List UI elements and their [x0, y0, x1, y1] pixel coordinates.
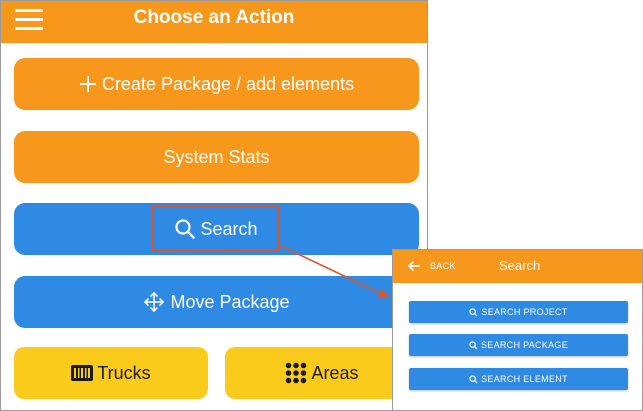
search-project-label: SEARCH PROJECT [481, 307, 568, 317]
create-package-button[interactable]: Create Package / add elements [14, 58, 419, 110]
search-element-label: SEARCH ELEMENT [481, 374, 568, 384]
search-screen-title: Search [499, 258, 541, 273]
main-header: Choose an Action [1, 1, 427, 43]
search-label: Search [200, 218, 258, 239]
trucks-button[interactable]: Trucks [14, 347, 208, 399]
search-screen-header: BACK Search [393, 250, 642, 283]
search-icon [469, 307, 478, 317]
move-icon [144, 292, 165, 312]
barcode-icon [71, 365, 94, 381]
search-element-button[interactable]: SEARCH ELEMENT [409, 368, 628, 390]
system-stats-button[interactable]: System Stats [14, 131, 419, 183]
grid-dots-icon [286, 362, 307, 384]
search-icon [175, 219, 196, 239]
areas-label: Areas [311, 362, 359, 383]
plus-icon [79, 76, 96, 92]
move-package-button[interactable]: Move Package [14, 276, 419, 328]
search-highlight-box [152, 206, 279, 252]
search-icon [469, 374, 478, 384]
system-stats-label: System Stats [163, 146, 270, 167]
search-project-button[interactable]: SEARCH PROJECT [409, 301, 628, 323]
search-icon [469, 340, 478, 350]
search-package-label: SEARCH PACKAGE [480, 340, 569, 350]
move-package-label: Move Package [170, 291, 290, 312]
search-package-button[interactable]: SEARCH PACKAGE [409, 334, 628, 356]
menu-icon[interactable] [15, 9, 43, 31]
trucks-label: Trucks [97, 362, 151, 383]
search-screen: BACK Search SEARCH PROJECT SEARCH PACKAG… [392, 249, 643, 411]
areas-button[interactable]: Areas [225, 347, 419, 399]
create-package-label: Create Package / add elements [101, 73, 355, 94]
back-button[interactable]: BACK [430, 261, 456, 271]
page-title: Choose an Action [133, 7, 295, 28]
back-arrow-icon[interactable] [407, 259, 421, 273]
